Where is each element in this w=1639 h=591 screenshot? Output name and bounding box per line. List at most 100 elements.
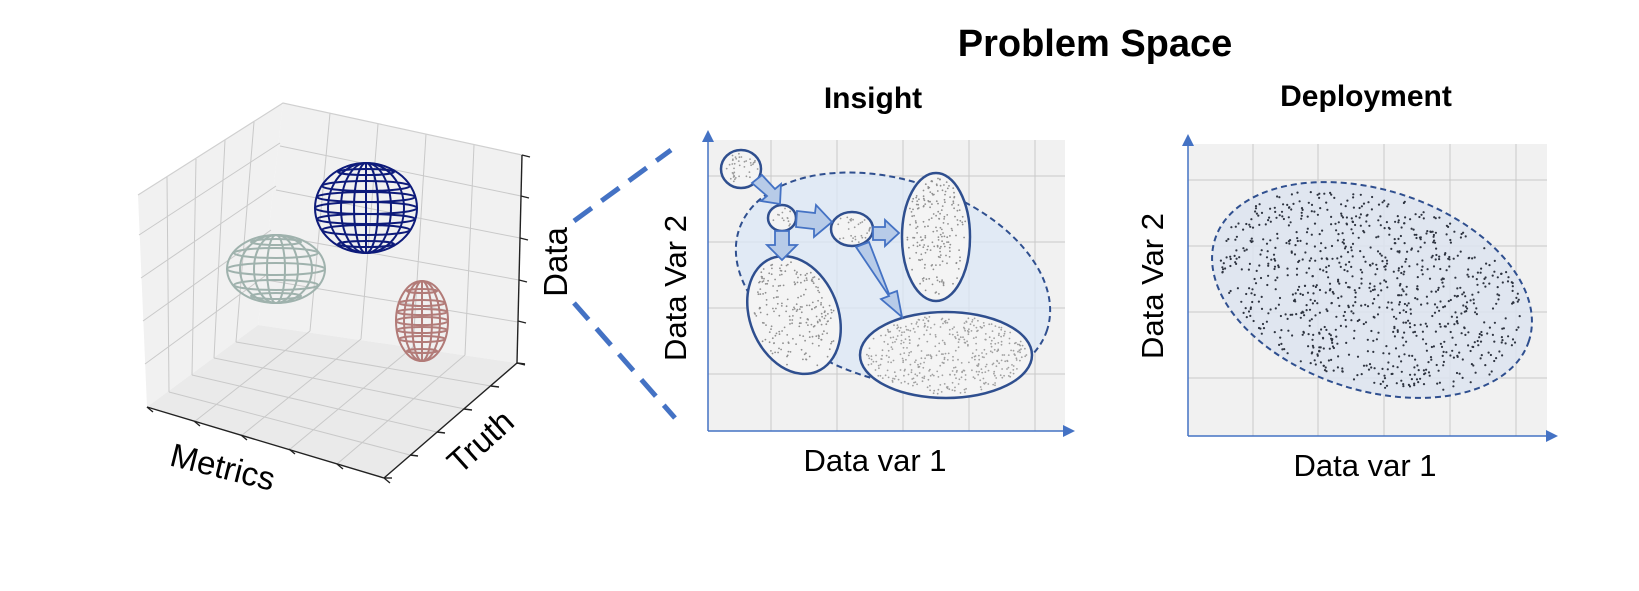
scatter-dot: [994, 384, 996, 387]
scatter-dot: [1488, 326, 1491, 329]
scatter-dot: [933, 323, 936, 326]
scatter-dot: [752, 163, 754, 166]
scatter-dot: [943, 215, 946, 218]
scatter-dot: [905, 325, 907, 328]
scatter-dot: [971, 369, 973, 372]
scatter-dot: [1337, 278, 1340, 281]
scatter-dot: [981, 356, 984, 358]
scatter-dot: [1392, 365, 1395, 368]
scatter-dot: [1473, 341, 1476, 344]
scatter-dot: [765, 299, 768, 301]
scatter-dot: [1518, 315, 1521, 318]
scatter-dot: [1402, 385, 1405, 388]
scatter-dot: [1290, 208, 1293, 211]
scatter-dot: [1288, 242, 1291, 245]
scatter-dot: [774, 278, 776, 281]
cluster-left-oval: [745, 254, 843, 376]
scatter-dot: [1011, 364, 1013, 366]
scatter-dot: [987, 369, 990, 372]
scatter-dot: [1424, 322, 1427, 325]
scatter-dot: [1386, 368, 1389, 371]
scatter-dot: [1007, 375, 1010, 377]
scatter-dot: [1296, 191, 1299, 194]
scatter-dot: [910, 369, 913, 371]
y-axis-line: [383, 362, 518, 479]
scatter-dot: [1484, 276, 1487, 279]
scatter-dot: [1517, 298, 1520, 301]
scatter-dot: [919, 236, 922, 239]
scatter-dot: [939, 184, 942, 187]
scatter-dot: [854, 235, 857, 238]
scatter-dot: [800, 295, 802, 297]
scatter-dot: [1432, 265, 1436, 268]
scatter-dot: [1425, 325, 1429, 328]
scatter-dot: [1310, 318, 1313, 321]
scatter-dot: [737, 160, 740, 163]
scatter-dot: [1375, 236, 1378, 239]
scatter-dot: [1356, 319, 1359, 323]
scatter-dot: [1403, 222, 1406, 225]
scatter-dot: [1486, 332, 1489, 335]
scatter-dot: [1399, 234, 1402, 238]
scatter-dot: [974, 358, 976, 361]
scatter-dot: [820, 312, 823, 315]
x-axis-ticks: [146, 406, 391, 484]
scatter-dot: [1354, 291, 1357, 294]
scatter-dot: [1330, 339, 1333, 342]
scatter-dot: [1257, 300, 1260, 303]
scatter-dot: [1331, 257, 1334, 260]
scatter-dot: [1298, 285, 1301, 288]
scatter-dot: [939, 247, 941, 250]
scatter-dot: [976, 330, 978, 333]
scatter-dot: [1296, 288, 1300, 291]
scatter-dot: [1394, 220, 1397, 223]
scatter-dot: [912, 197, 915, 200]
scatter-dot: [967, 343, 969, 346]
scatter-dot: [1408, 354, 1411, 357]
scatter-dot: [1405, 293, 1408, 296]
scatter-dot: [892, 336, 895, 339]
scatter-dot: [982, 322, 985, 324]
scatter-dot: [811, 335, 814, 338]
scatter-dot: [938, 280, 941, 283]
scatter-dot: [943, 383, 946, 385]
scatter-dot: [898, 329, 901, 332]
scatter-dot: [1280, 210, 1284, 213]
scatter-dot: [1369, 290, 1372, 293]
insight-flow-arrows: [750, 173, 904, 320]
scatter-dot: [1325, 270, 1328, 274]
scatter-dot: [1449, 222, 1452, 225]
scatter-dot: [1384, 280, 1388, 283]
scatter-dot: [970, 330, 973, 332]
scatter-dot: [1308, 324, 1311, 327]
scatter-dot: [944, 343, 946, 346]
scatter-dot: [938, 350, 941, 353]
scatter-dot: [936, 370, 939, 373]
scatter-dot: [820, 338, 823, 341]
scatter-dot: [1272, 253, 1276, 256]
scatter-dot: [918, 259, 920, 261]
deployment-scatter-dots: [1219, 191, 1521, 391]
scatter-dot: [1265, 320, 1268, 323]
scatter-dot: [922, 189, 925, 192]
scatter-dot: [749, 158, 751, 161]
scatter-dot: [1392, 315, 1396, 318]
scatter-dot: [857, 223, 860, 226]
scatter-dot: [1255, 212, 1258, 215]
scatter-dot: [805, 358, 807, 361]
scatter-dot: [922, 220, 925, 223]
scatter-dot: [1385, 221, 1388, 224]
scatter-dot: [911, 215, 914, 218]
scatter-dot: [923, 244, 926, 246]
scatter-dot: [1000, 326, 1003, 329]
scatter-dot: [1462, 231, 1465, 234]
scatter-dot: [943, 358, 946, 361]
scatter-dot: [755, 315, 758, 317]
scatter-dot: [832, 340, 835, 342]
scatter-dot: [887, 343, 889, 346]
scatter-dot: [891, 379, 894, 382]
scatter-dot: [1415, 236, 1418, 240]
scatter-dot: [944, 201, 946, 204]
scatter-dot: [830, 340, 833, 343]
scatter-dot: [1328, 282, 1332, 285]
